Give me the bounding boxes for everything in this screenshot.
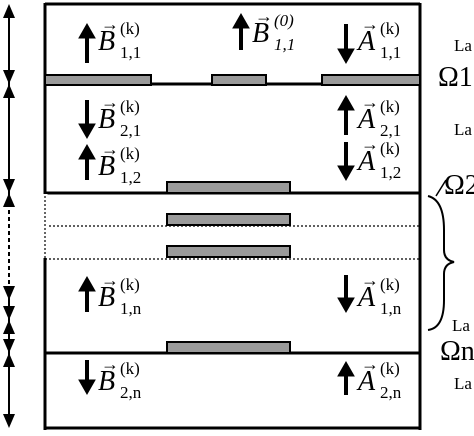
side-label-la-1: La bbox=[454, 36, 472, 55]
symbol-superscript: (k) bbox=[120, 97, 140, 116]
symbol-letter: B bbox=[98, 282, 116, 313]
symbol-letter: B bbox=[98, 151, 116, 182]
side-label-omega-1: Ω1 bbox=[438, 62, 473, 93]
symbol-a12: →A (k) 1,2 bbox=[358, 135, 401, 181]
side-label-la-3: La bbox=[452, 316, 470, 335]
symbol-a2n: →A (k) 2,n bbox=[358, 355, 401, 401]
vector-mark: → bbox=[101, 354, 119, 374]
symbol-letter: A bbox=[358, 104, 376, 135]
symbol-subscript: 1,2 bbox=[380, 163, 402, 182]
symbol-superscript: (k) bbox=[380, 139, 400, 158]
symbol-a11: →A (k) 1,1 bbox=[358, 15, 401, 61]
symbol-superscript: (k) bbox=[380, 19, 400, 38]
symbol-letter: B bbox=[98, 26, 116, 57]
symbol-subscript: 1,2 bbox=[120, 168, 142, 187]
symbol-b21: →B (k) 2,1 bbox=[98, 93, 141, 139]
omega2-leader bbox=[435, 179, 447, 197]
symbol-subscript: 2,1 bbox=[120, 121, 142, 140]
vector-mark: → bbox=[101, 139, 119, 159]
vector-mark: → bbox=[361, 92, 379, 112]
side-label-omega-n: Ωn bbox=[440, 336, 474, 367]
vector-mark: → bbox=[361, 14, 379, 34]
symbol-subscript: 1,1 bbox=[120, 43, 142, 62]
symbol-letter: A bbox=[358, 366, 376, 397]
side-label-la-4: La bbox=[454, 374, 472, 393]
strip-1a bbox=[44, 74, 152, 86]
symbol-letter: B bbox=[252, 18, 270, 49]
symbol-letter: B bbox=[98, 104, 116, 135]
symbol-superscript: (k) bbox=[120, 19, 140, 38]
strip-1c bbox=[321, 74, 421, 86]
symbol-superscript: (k) bbox=[120, 359, 140, 378]
symbol-superscript: (k) bbox=[120, 144, 140, 163]
symbol-subscript: 2,1 bbox=[380, 121, 402, 140]
vector-mark: → bbox=[101, 14, 119, 34]
strip-2 bbox=[166, 181, 291, 194]
side-label-la-2: La bbox=[454, 120, 472, 139]
symbol-letter: A bbox=[358, 26, 376, 57]
strip-3 bbox=[166, 213, 291, 226]
vector-mark: → bbox=[101, 92, 119, 112]
dimension-arrowheads bbox=[3, 4, 15, 428]
symbol-subscript: 2,n bbox=[120, 383, 142, 402]
symbol-b11: →B (k) 1,1 bbox=[98, 15, 141, 61]
polarization-arrows bbox=[78, 12, 355, 396]
vector-mark: → bbox=[361, 134, 379, 154]
strip-5 bbox=[166, 341, 291, 354]
vector-mark: → bbox=[361, 354, 379, 374]
vector-mark: → bbox=[101, 270, 119, 290]
symbol-subscript: 1,n bbox=[380, 299, 402, 318]
vector-mark: → bbox=[361, 270, 379, 290]
symbol-b2n: →B (k) 2,n bbox=[98, 355, 141, 401]
vector-mark: → bbox=[255, 6, 273, 26]
symbol-letter: A bbox=[358, 282, 376, 313]
symbol-letter: B bbox=[98, 366, 116, 397]
symbol-subscript: 1,n bbox=[120, 299, 142, 318]
symbol-superscript: (0) bbox=[274, 11, 294, 30]
symbol-superscript: (k) bbox=[380, 97, 400, 116]
symbol-superscript: (k) bbox=[380, 359, 400, 378]
right-brace bbox=[427, 195, 455, 331]
symbol-subscript: 1,1 bbox=[274, 35, 296, 54]
symbol-b12: →B (k) 1,2 bbox=[98, 140, 141, 186]
symbol-subscript: 1,1 bbox=[380, 43, 402, 62]
symbol-subscript: 2,n bbox=[380, 383, 402, 402]
symbol-b1n: →B (k) 1,n bbox=[98, 271, 141, 317]
symbol-a1n: →A (k) 1,n bbox=[358, 271, 401, 317]
symbol-b11-0: →B (0) 1,1 bbox=[252, 7, 295, 53]
symbol-superscript: (k) bbox=[120, 275, 140, 294]
side-label-omega-2: Ω2 bbox=[444, 170, 474, 201]
strip-4 bbox=[166, 245, 291, 258]
symbol-a21: →A (k) 2,1 bbox=[358, 93, 401, 139]
strip-1b bbox=[211, 74, 267, 86]
symbol-letter: A bbox=[358, 146, 376, 177]
symbol-superscript: (k) bbox=[380, 275, 400, 294]
